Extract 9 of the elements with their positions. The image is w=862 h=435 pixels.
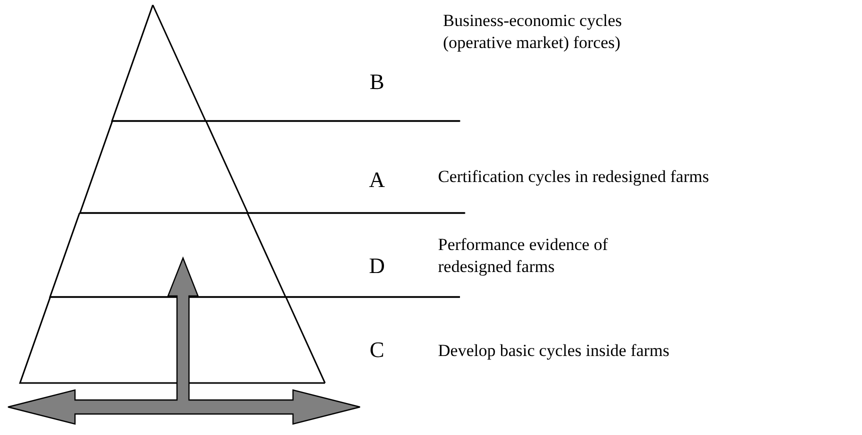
layer-letter: C: [368, 338, 386, 362]
layer-letter: B: [368, 70, 386, 94]
layer-description: Develop basic cycles inside farms: [438, 340, 670, 362]
layer-description: Certification cycles in redesigned farms: [438, 166, 710, 188]
layer-letter: A: [368, 168, 386, 192]
layer-description: Business-economic cycles (operative market) forces): [442, 10, 623, 54]
layer-description: Performance evidence of redesigned farms: [438, 234, 609, 278]
layer-letter: D: [368, 254, 386, 278]
cross-arrow: [7, 256, 361, 425]
